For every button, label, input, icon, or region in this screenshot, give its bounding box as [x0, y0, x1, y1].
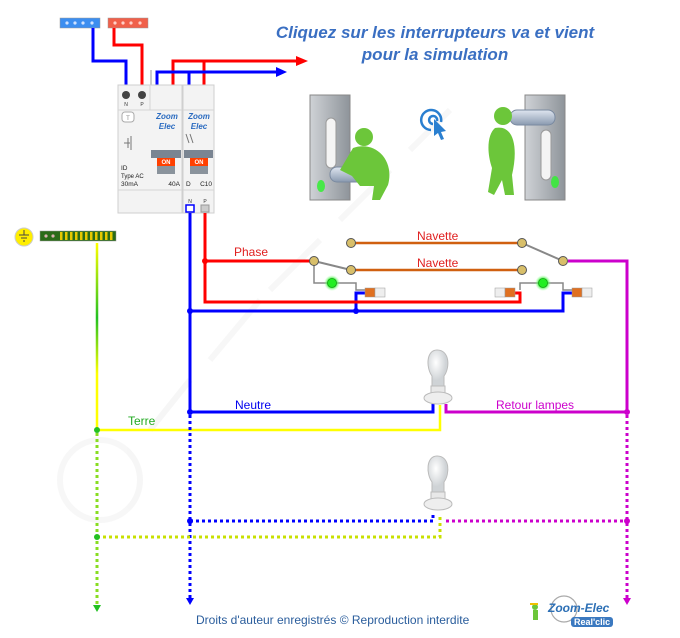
- instruction-title: Cliquez sur les interrupteurs va et vien…: [240, 22, 630, 66]
- neutral-arrow: [276, 67, 287, 77]
- click-cursor-icon: [419, 108, 446, 140]
- left-wall-switch[interactable]: [309, 94, 390, 201]
- differential-breaker[interactable]: N P T Zoom Elec ON ID Type AC 30mA 40A: [117, 84, 183, 214]
- earth-terminal: [14, 227, 117, 247]
- green-figure-right: [488, 107, 515, 195]
- phase-label: Phase: [234, 245, 268, 259]
- neutral-busbar: [59, 17, 101, 29]
- cb-on-label: ON: [195, 160, 204, 166]
- cb-curve: D: [186, 181, 191, 188]
- cb-symbol-icon: [185, 133, 194, 144]
- diff-type-id: ID: [121, 165, 128, 172]
- phase-arrow: [296, 56, 308, 66]
- cb-rating: C10: [200, 181, 212, 188]
- earth-label: Terre: [128, 414, 156, 428]
- dotted-wires: [95, 415, 629, 605]
- logo-name: Zoom-Elec: [548, 601, 610, 615]
- diff-type-ac: Type AC: [121, 174, 144, 180]
- diff-on-label: ON: [162, 160, 171, 166]
- test-button-label: T: [126, 116, 130, 122]
- lamp-1: [423, 349, 453, 405]
- copyright-notice: Droits d'auteur enregistrés © Reproducti…: [196, 613, 470, 627]
- cb-brand-1: Zoom: [187, 112, 210, 121]
- neutral-label: Neutre: [235, 398, 271, 412]
- logo-tagline: Real'clic: [571, 617, 614, 627]
- instruction-line-1: Cliquez sur les interrupteurs va et vien…: [275, 23, 595, 42]
- earth-down-arrow: [93, 605, 101, 612]
- instruction-line-2: pour la simulation: [361, 45, 509, 64]
- return-down-arrow: [623, 598, 631, 605]
- diff-terminal-p: P: [140, 102, 144, 108]
- phase-out-wire: [171, 59, 300, 86]
- diff-terminal-n: N: [124, 102, 128, 108]
- earth-ground-icon: [14, 227, 34, 247]
- navette-label-2: Navette: [417, 256, 459, 270]
- diff-brand-2: Elec: [159, 122, 176, 131]
- zoom-elec-logo: [530, 595, 578, 623]
- right-wall-switch[interactable]: [488, 94, 566, 201]
- neutral-feed-wire: [91, 28, 128, 86]
- diff-brand-1: Zoom: [155, 112, 178, 121]
- green-figure-left: [340, 128, 390, 200]
- cb-terminal-n: N: [188, 199, 192, 205]
- watermark: [57, 107, 453, 523]
- diff-symbol-icon: [124, 136, 132, 150]
- phase-wire: [203, 213, 522, 304]
- lamp-2: [423, 455, 453, 511]
- neutral-switch-wire-2: [356, 291, 572, 313]
- diff-lever[interactable]: [151, 150, 181, 158]
- left-switch-schematic[interactable]: [309, 238, 386, 298]
- earth-bar-teeth: [60, 232, 113, 240]
- cb-lever[interactable]: [184, 150, 213, 158]
- neutral-out-wire: [155, 70, 280, 86]
- phase-busbar: [107, 17, 149, 29]
- neutral-down-arrow: [186, 598, 194, 605]
- return-label: Retour lampes: [496, 398, 574, 412]
- phase-feed-wire: [112, 28, 144, 86]
- test-button[interactable]: [121, 111, 135, 123]
- right-switch-schematic[interactable]: [494, 238, 593, 298]
- diff-sensitivity: 30mA: [121, 181, 139, 188]
- diff-rating: 40A: [168, 181, 180, 188]
- circuit-breaker[interactable]: Zoom Elec ON D C10 N P: [182, 84, 215, 214]
- cb-terminal-p: P: [203, 199, 207, 205]
- cb-brand-2: Elec: [191, 122, 208, 131]
- navette-label-1: Navette: [417, 229, 459, 243]
